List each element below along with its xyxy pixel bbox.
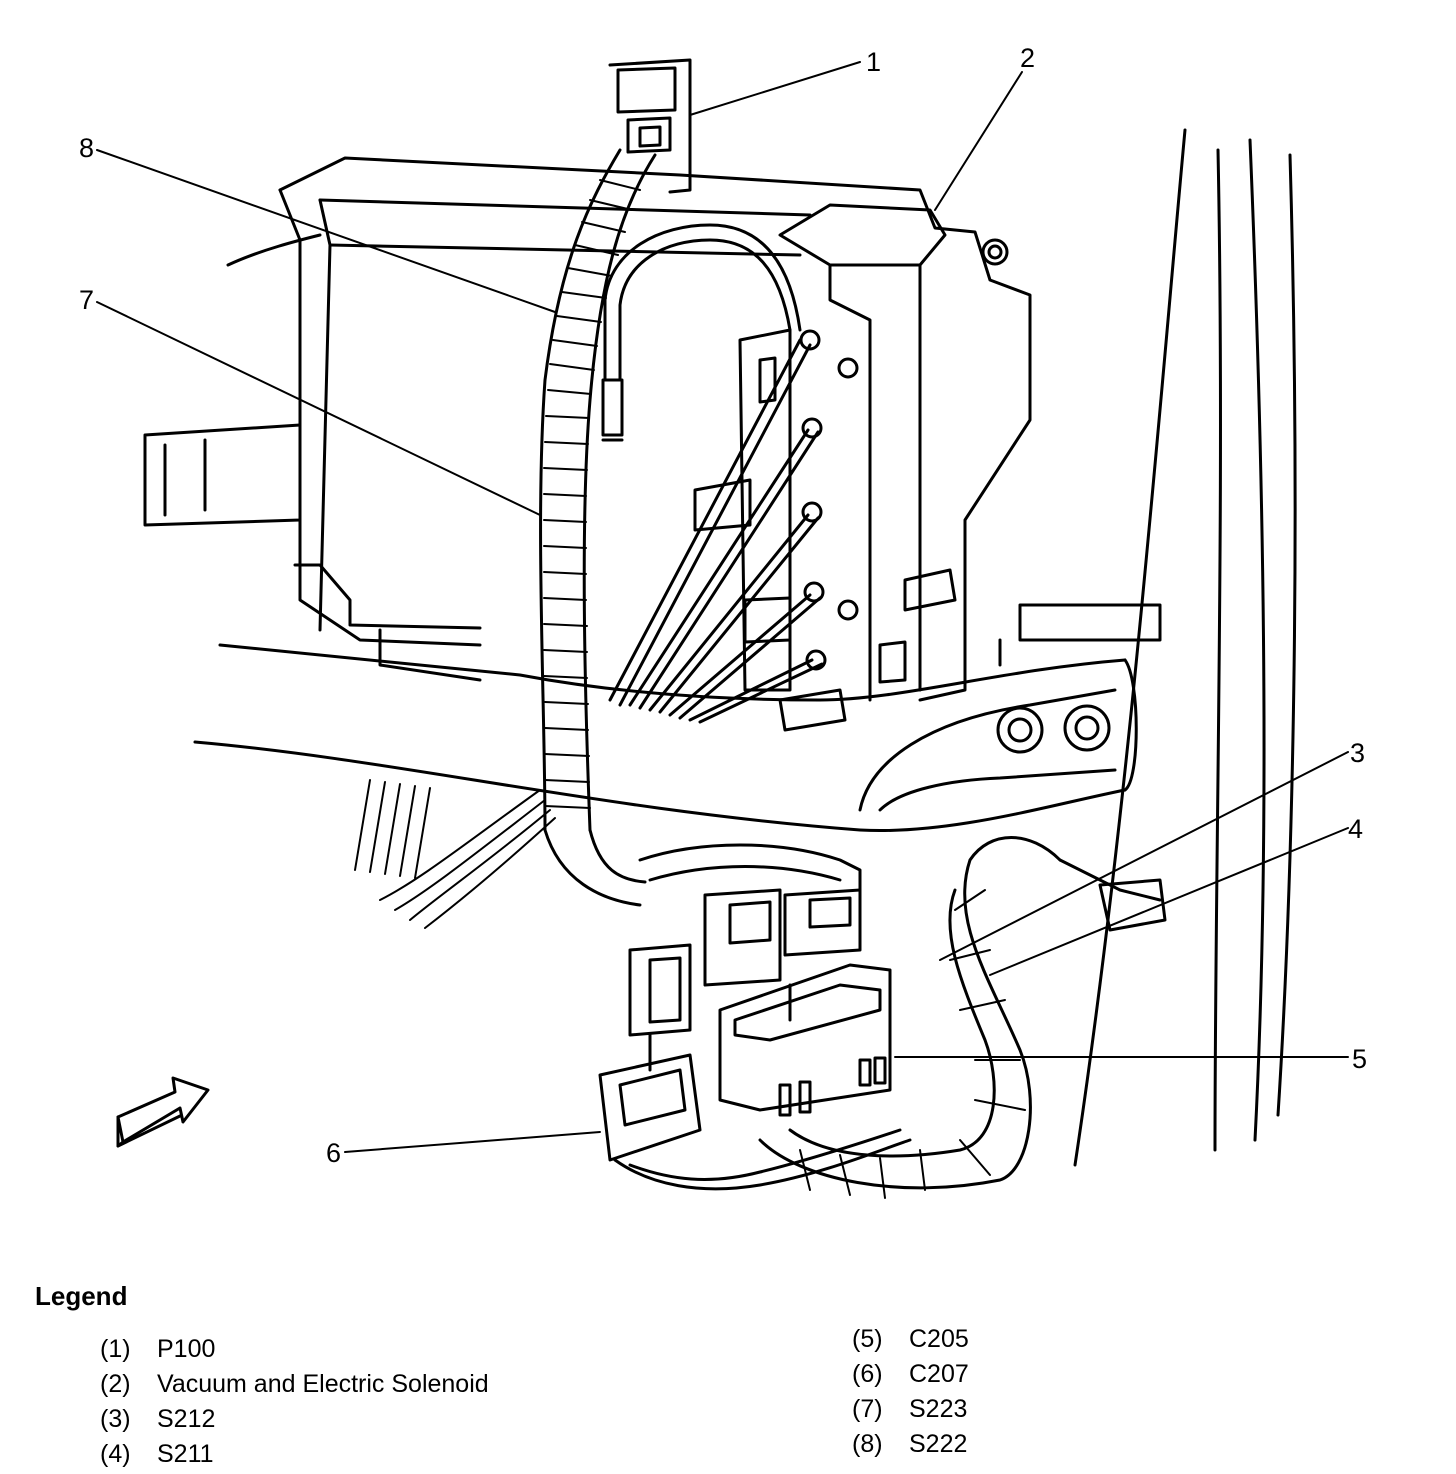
legend-item-number: (8) (852, 1430, 883, 1458)
legend-item-number: (6) (852, 1360, 883, 1388)
vacuum-hoses (601, 223, 827, 724)
control-module (278, 156, 1032, 702)
vacuum-electric-solenoid (693, 328, 907, 732)
legend-title: Legend (35, 1281, 128, 1311)
callout-3: 3 (1350, 738, 1365, 768)
legend-item-label: S212 (157, 1405, 216, 1433)
legend-item-number: (5) (852, 1325, 883, 1353)
main-harness (758, 836, 1167, 1199)
legend-right-column: (5) C205 (6) C207 (7) S223 (8) S222 (852, 1322, 969, 1462)
legend-item: (6) C207 (852, 1357, 969, 1392)
callout-6: 6 (326, 1138, 341, 1168)
callout-leaders (96, 61, 1349, 1153)
legend-item: (2) Vacuum and Electric Solenoid (100, 1367, 489, 1402)
wire-bundle (354, 779, 556, 929)
legend-item-number: (3) (100, 1405, 131, 1433)
wiring-diagram: 1 2 3 4 5 6 7 8 (79, 43, 1367, 1199)
legend-left-column: (1) P100 (2) Vacuum and Electric Solenoi… (100, 1332, 489, 1472)
callout-1: 1 (866, 47, 881, 77)
legend-item-label: C207 (909, 1360, 969, 1388)
connector-cluster (598, 843, 912, 1191)
legend-item: (5) C205 (852, 1322, 969, 1357)
p100-connector (608, 58, 692, 194)
legend-item-number: (2) (100, 1370, 131, 1398)
legend-item-label: P100 (157, 1335, 216, 1363)
legend-item: (1) P100 (100, 1332, 489, 1367)
callout-7: 7 (79, 285, 94, 315)
conduit-harness (539, 148, 657, 907)
callout-2: 2 (1020, 43, 1035, 73)
legend-item-label: Vacuum and Electric Solenoid (157, 1370, 489, 1398)
legend-item-label: S223 (909, 1395, 968, 1423)
callout-5: 5 (1352, 1044, 1367, 1074)
callout-4: 4 (1348, 814, 1363, 844)
legend-item: (8) S222 (852, 1427, 969, 1462)
front-direction-arrow-icon (116, 1076, 210, 1148)
mounting-bracket (193, 643, 1138, 833)
legend-item-label: S222 (909, 1430, 968, 1458)
legend-item-number: (7) (852, 1395, 883, 1423)
legend-item-label: C205 (909, 1325, 969, 1353)
left-panel (143, 233, 322, 527)
legend-item: (4) S211 (100, 1437, 489, 1472)
legend-item: (7) S223 (852, 1392, 969, 1427)
legend-item-label: S211 (157, 1440, 214, 1468)
legend-item-number: (1) (100, 1335, 131, 1363)
legend-item: (3) S212 (100, 1402, 489, 1437)
callout-8: 8 (79, 133, 94, 163)
legend-item-number: (4) (100, 1440, 131, 1468)
body-panel (998, 128, 1297, 1167)
